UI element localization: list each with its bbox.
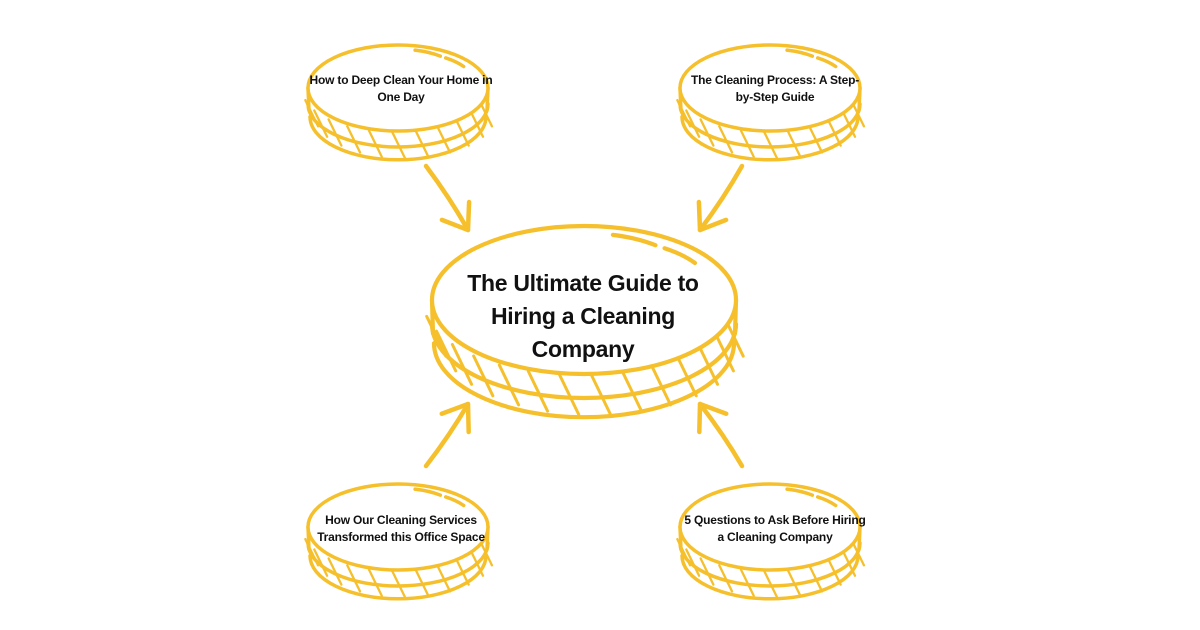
subtopic-node-bottom-left-hatch (304, 537, 320, 567)
subtopic-node-bottom-right-hatch (763, 569, 779, 599)
arrow-top-right-shaft (697, 163, 745, 233)
center-node-hatch (589, 373, 612, 416)
subtopic-node-top-right-rim-outline (680, 115, 860, 162)
subtopic-node-top-right-face (678, 43, 862, 133)
arrow-bottom-right (697, 401, 745, 469)
subtopic-node-top-right-hatch (739, 129, 755, 158)
center-node-hatch (450, 342, 474, 386)
subtopic-node-bottom-left-hatch (367, 568, 383, 597)
subtopic-node-bottom-right (676, 482, 866, 601)
subtopic-node-top-left-hatch (346, 125, 362, 154)
arrow-bottom-left (423, 401, 471, 469)
center-node-hatch (497, 363, 521, 407)
subtopic-node-bottom-left-hatch (436, 564, 452, 593)
subtopic-node-top-left-hatch (327, 118, 343, 147)
subtopic-node-bottom-right-hatch (718, 564, 734, 593)
arrow-bottom-right-shaft (697, 401, 745, 469)
subtopic-node-top-right-hatch (676, 98, 692, 128)
subtopic-node-bottom-right-hatch (841, 548, 857, 577)
subtopic-label-bottom-left: How Our Cleaning Services Transformed th… (317, 513, 485, 544)
subtopic-node-bottom-left-hatch (454, 557, 470, 586)
subtopic-node-bottom-right-hatch (685, 548, 701, 577)
subtopic-node-top-left-hatch (367, 129, 383, 158)
subtopic-node-top-left-hatch (454, 118, 470, 147)
arrow-bottom-left-shaft (423, 401, 471, 469)
subtopic-label-top-right: The Cleaning Process: A Step-by-Step Gui… (690, 73, 859, 104)
center-node (425, 223, 745, 420)
center-node-hatch (675, 354, 698, 398)
subtopic-node-bottom-left-hatch (469, 548, 485, 577)
subtopic-node-bottom-left-hatch (391, 569, 407, 599)
subtopic-node-top-right-hatch (718, 125, 734, 154)
subtopic-node-bottom-left-hatch (346, 564, 362, 593)
arrow-top-left-head (439, 199, 472, 233)
subtopic-label-top-left: How to Deep Clean Your Home in One Day (309, 73, 493, 104)
arrow-bottom-left-head (439, 401, 471, 435)
arrow-top-right-head (696, 199, 729, 233)
subtopic-node-top-left-hatch (414, 129, 430, 158)
arrow-top-right (696, 163, 745, 233)
subtopic-node-top-left-hatch (391, 130, 407, 160)
subtopic-node-top-left-highlight (443, 56, 466, 69)
arrow-bottom-right-head (697, 401, 729, 435)
subtopic-node-top-left-highlight (413, 48, 443, 58)
subtopic-node-top-left-face (306, 43, 490, 133)
center-node-hatch (435, 329, 458, 373)
center-topic-label: The Ultimate Guide to Hiring a Cleaning … (467, 269, 699, 362)
subtopic-node-bottom-right-hatch (699, 557, 715, 586)
subtopic-node-top-right-hatch (786, 129, 802, 158)
subtopic-node-bottom-left-highlight (443, 495, 466, 508)
center-node-hatch (620, 369, 644, 413)
subtopic-node-bottom-left-hatch (414, 568, 430, 597)
subtopic-node-top-right-highlight (785, 48, 815, 58)
center-node-hatch (557, 373, 581, 416)
subtopic-label-bottom-right: 5 Questions to Ask Before Hiring a Clean… (684, 513, 866, 544)
subtopic-node-bottom-left-hatch (313, 548, 329, 577)
subtopic-node-top-right-hatch (808, 125, 824, 154)
subtopic-node-top-left-hatch (469, 109, 485, 138)
subtopic-node-bottom-right-highlight (785, 487, 815, 497)
subtopic-node-bottom-left (304, 482, 494, 601)
subtopic-node-top-right-hatch (841, 109, 857, 138)
subtopic-node-top-right-hatch (763, 130, 779, 160)
subtopic-node-top-right-hatch (699, 118, 715, 147)
subtopic-node-top-right-hatch (685, 109, 701, 138)
subtopic-node-top-left-hatch (313, 109, 329, 138)
center-node-rim-outline (431, 341, 737, 420)
subtopic-node-top-left-rim-outline (308, 115, 488, 162)
subtopic-node-bottom-right-hatch (676, 537, 692, 567)
subtopic-node-bottom-left-rim-outline (308, 554, 488, 601)
center-node-hatch (649, 363, 673, 407)
arrow-top-left (423, 163, 472, 233)
subtopic-node-bottom-right-face (678, 482, 862, 572)
subtopic-node-top-left-hatch (436, 125, 452, 154)
subtopic-node-bottom-left-highlight (413, 487, 443, 497)
arrow-top-left-shaft (423, 163, 471, 233)
center-node-face (429, 223, 739, 377)
center-node-highlight (610, 232, 658, 248)
center-node-hatch (526, 369, 550, 413)
center-node-hatch (472, 354, 495, 398)
subtopic-node-bottom-right-hatch (786, 568, 802, 597)
subtopic-node-bottom-right-rim-outline (680, 554, 860, 601)
subtopic-node-bottom-right-hatch (808, 564, 824, 593)
subtopic-node-top-right-hatch (826, 118, 842, 147)
subtopic-node-bottom-right-highlight (815, 495, 838, 508)
subtopic-node-top-right (676, 43, 866, 162)
subtopic-node-top-left (304, 43, 494, 162)
center-node-hatch (425, 314, 448, 358)
subtopic-node-bottom-left-hatch (327, 557, 343, 586)
subtopic-node-top-left-hatch (304, 98, 320, 128)
subtopic-node-bottom-left-face (306, 482, 490, 572)
center-node-highlight (662, 246, 698, 266)
subtopic-node-bottom-right-hatch (739, 568, 755, 597)
subtopic-node-bottom-right-hatch (826, 557, 842, 586)
center-node-hatch (696, 342, 720, 386)
subtopic-node-top-right-highlight (815, 56, 838, 69)
